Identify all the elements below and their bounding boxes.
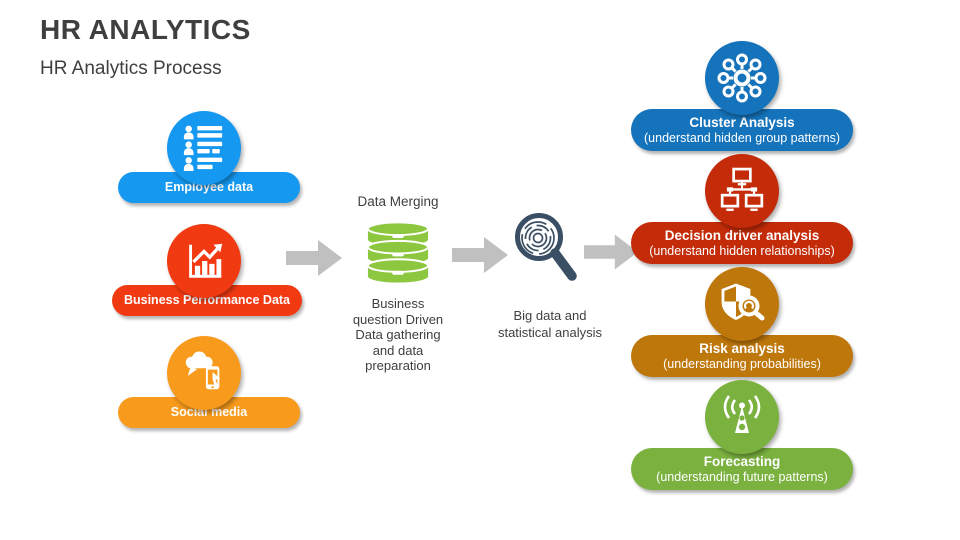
source-circle-employee-data [167,111,241,185]
output-title: Decision driver analysis [664,228,820,243]
analysis-caption: Big data and statistical analysis [470,307,630,341]
bar-chart-growth-icon [181,238,227,284]
source-label: Social media [170,405,248,419]
output-circle-risk-analysis [705,267,779,341]
page-subtitle: HR Analytics Process [40,58,222,79]
output-subtitle: (understand hidden relationships) [649,244,835,258]
output-circle-decision-driver [705,154,779,228]
hand-cursor [212,372,221,386]
analysis-caption-line: Big data and [513,308,587,323]
network-computers-icon [718,167,766,215]
source-circle-social-media [167,336,241,410]
output-subtitle: (understand hidden group patterns) [644,131,840,145]
fingerprint-magnifier-icon [504,204,586,294]
source-label: Business Performance Data [123,293,291,307]
magnifier-lens [738,295,760,317]
merge-description-line: question Driven [352,311,444,327]
output-pill-cluster-analysis: Cluster Analysis (understand hidden grou… [631,109,853,151]
merge-description-line: and data [372,342,424,358]
source-pill-social-media: Social media [118,397,300,428]
merge-description-line: preparation [365,358,431,373]
output-title: Risk analysis [699,341,785,356]
analysis-caption-line: statistical analysis [497,325,603,340]
employee-roster-icon [182,124,226,172]
tower-gap [738,423,746,431]
speech-bubble-phone-icon [181,350,227,396]
tower-gap [739,415,745,421]
flow-arrow-2 [452,235,508,275]
database-icon [364,220,432,284]
antenna-signal-icon [717,393,767,441]
flow-arrow-3 [584,232,638,272]
output-subtitle: (understanding future patterns) [656,470,828,484]
merge-description: Business question Driven Data gathering … [338,296,458,374]
page-title: HR ANALYTICS [40,14,251,45]
phone-home-button [211,385,214,389]
shield-magnifier-icon [717,280,767,328]
output-pill-forecasting: Forecasting (understanding future patter… [631,448,853,490]
merge-description-line: Data gathering [355,327,441,342]
output-subtitle: (understanding probabilities) [663,357,821,371]
output-title: Cluster Analysis [689,115,795,130]
output-circle-cluster-analysis [705,41,779,115]
source-circle-business-performance [167,224,241,298]
output-circle-forecasting [705,380,779,454]
data-merging-label: Data Merging [357,194,439,209]
output-pill-decision-driver: Decision driver analysis (understand hid… [631,222,853,264]
flow-arrow-1 [286,238,342,278]
cluster-hub-icon [716,52,768,104]
source-label: Employee data [164,180,254,194]
output-pill-risk-analysis: Risk analysis (understanding probabiliti… [631,335,853,377]
merge-description-line: Business [371,296,425,311]
output-title: Forecasting [703,454,781,469]
